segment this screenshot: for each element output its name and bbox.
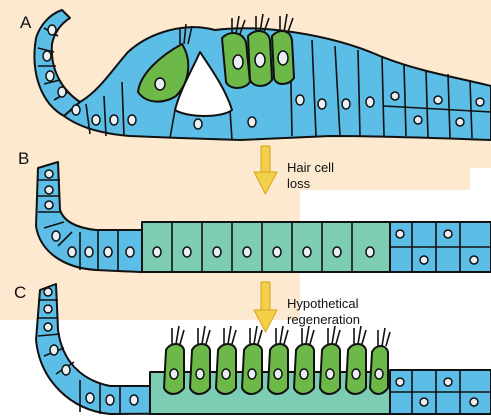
arrow-hair-cell-loss (254, 146, 277, 194)
caption-hair-cell-loss-line1: Hair cell (287, 160, 334, 176)
panel-label-a: A (20, 14, 31, 31)
arrow-regeneration (254, 282, 277, 332)
caption-regeneration-line2: regeneration (287, 312, 360, 328)
panel-label-c: C (14, 284, 26, 301)
panel-c-stereocilia (172, 326, 390, 346)
panel-a-left-strip (34, 10, 80, 116)
panel-label-b: B (18, 150, 29, 167)
caption-hair-cell-loss: Hair cell loss (287, 160, 334, 192)
caption-regeneration-line1: Hypothetical (287, 296, 360, 312)
caption-regeneration: Hypothetical regeneration (287, 296, 360, 328)
caption-hair-cell-loss-line2: loss (287, 176, 334, 192)
